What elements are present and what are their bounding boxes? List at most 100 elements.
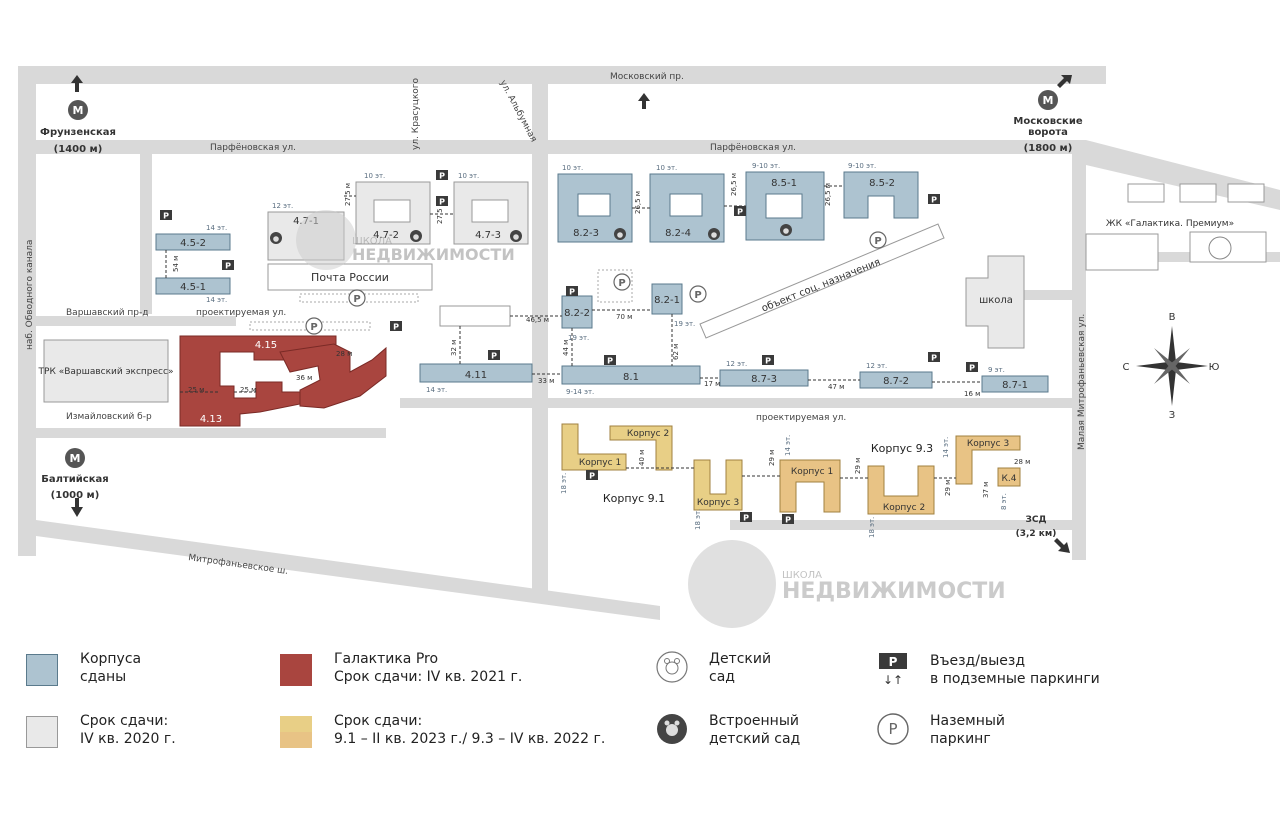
direction-arrows — [71, 75, 1072, 553]
metro-icon — [65, 448, 85, 468]
svg-text:↓↑: ↓↑ — [883, 673, 903, 686]
legend-phase9: Срок сдачи:9.1 – II кв. 2023 г./ 9.3 – I… — [280, 712, 605, 748]
svg-text:Корпус 3: Корпус 3 — [967, 439, 1009, 449]
svg-text:Балтийская: Балтийская — [41, 474, 108, 485]
kindergarten-icon — [1208, 236, 1232, 260]
svg-text:18 эт.: 18 эт. — [694, 509, 702, 530]
svg-text:26,5 м: 26,5 м — [824, 183, 832, 206]
street-krasutskogo: ул. Красуцкого — [411, 78, 421, 150]
site-plan-map: P P Московский пр. Парфёновская ул. Парф… — [18, 66, 1280, 628]
svg-text:4.11: 4.11 — [465, 370, 487, 381]
svg-text:14 эт.: 14 эт. — [784, 435, 792, 456]
svg-text:36 м: 36 м — [296, 374, 312, 382]
watermark-large: ШКОЛА НЕДВИЖИМОСТИ — [688, 540, 1006, 628]
svg-text:27,5 м: 27,5 м — [436, 201, 444, 224]
svg-text:8.5-2: 8.5-2 — [869, 178, 895, 189]
svg-text:ТРК «Варшавский экспресс»: ТРК «Варшавский экспресс» — [38, 367, 174, 377]
svg-text:Корпус 2: Корпус 2 — [883, 503, 925, 513]
legend-swatch-galaktika — [280, 654, 312, 686]
svg-text:8.5-1: 8.5-1 — [771, 178, 797, 189]
building-4-15 — [279, 343, 387, 409]
svg-text:10 эт.: 10 эт. — [656, 164, 677, 172]
svg-text:Почта России: Почта России — [311, 271, 389, 284]
svg-text:4.7-3: 4.7-3 — [475, 230, 501, 241]
street-proj-2: проектируемая ул. — [756, 413, 846, 423]
svg-text:9-14 эт.: 9-14 эт. — [566, 388, 594, 396]
svg-text:28 м: 28 м — [336, 350, 352, 358]
school: школа — [965, 255, 1025, 349]
building-4-11 — [419, 363, 533, 383]
trk-varshavsky: ТРК «Варшавский экспресс» — [38, 339, 174, 403]
svg-text:ворота: ворота — [1028, 127, 1068, 138]
legend-swatch-pending — [26, 716, 58, 748]
svg-text:ЗСД: ЗСД — [1025, 515, 1046, 525]
svg-text:НЕДВИЖИМОСТИ: НЕДВИЖИМОСТИ — [782, 579, 1006, 604]
svg-text:8.7-2: 8.7-2 — [883, 376, 909, 387]
svg-text:18 эт.: 18 эт. — [868, 517, 876, 538]
svg-text:16 м: 16 м — [964, 390, 980, 398]
svg-text:4.15: 4.15 — [255, 340, 277, 351]
label-korpus-9-1: Корпус 9.1 — [603, 492, 665, 505]
svg-text:25 м: 25 м — [240, 386, 256, 394]
svg-text:(1000 м): (1000 м) — [51, 490, 100, 501]
zsd-label: ЗСД (3,2 км) — [1016, 515, 1057, 539]
svg-text:10 эт.: 10 эт. — [562, 164, 583, 172]
svg-text:29 м: 29 м — [854, 458, 862, 474]
svg-text:32 м: 32 м — [450, 340, 458, 356]
street-izmailovsky: Измайловский б-р — [66, 412, 152, 422]
parking-entry-icon: P ↓↑ — [879, 653, 907, 686]
watermark: ШКОЛА НЕДВИЖИМОСТИ — [296, 210, 515, 270]
svg-text:Корпус 2: Корпус 2 — [627, 429, 669, 439]
svg-text:4.13: 4.13 — [200, 414, 222, 425]
svg-text:В: В — [1169, 312, 1176, 323]
street-varshavsky: Варшавский пр-д — [66, 308, 148, 318]
svg-text:M: M — [1043, 94, 1054, 107]
svg-text:9-10 эт.: 9-10 эт. — [848, 162, 876, 170]
svg-text:26,5 м: 26,5 м — [634, 191, 642, 214]
svg-text:27,5 м: 27,5 м — [344, 183, 352, 206]
label-korpus-9-3: Корпус 9.3 — [871, 442, 933, 455]
svg-text:28 м: 28 м — [1014, 458, 1030, 466]
svg-text:M: M — [70, 452, 81, 465]
svg-text:12 эт.: 12 эт. — [726, 360, 747, 368]
legend-swatch-phase9 — [280, 716, 312, 748]
svg-text:(1400 м): (1400 м) — [54, 144, 103, 155]
svg-text:8.7-1: 8.7-1 — [1002, 380, 1028, 391]
svg-text:17 м: 17 м — [704, 380, 720, 388]
svg-text:33 м: 33 м — [538, 377, 554, 385]
phase-9-buildings — [561, 423, 1021, 515]
legend-swatch-delivered — [26, 654, 58, 686]
svg-text:З: З — [1169, 410, 1175, 421]
svg-text:Корпус 1: Корпус 1 — [791, 467, 833, 477]
galaktika-pro-buildings — [179, 335, 387, 427]
svg-text:8.2-3: 8.2-3 — [573, 228, 599, 239]
svg-text:9 эт.: 9 эт. — [988, 366, 1005, 374]
building-9-1-k1 — [561, 423, 627, 471]
svg-text:10 эт.: 10 эт. — [458, 172, 479, 180]
svg-text:12 эт.: 12 эт. — [866, 362, 887, 370]
svg-text:54 м: 54 м — [172, 256, 180, 272]
legend-pending-2020: Срок сдачи:IV кв. 2020 г. — [26, 712, 176, 748]
svg-text:46,5 м: 46,5 м — [526, 316, 549, 324]
svg-text:18 эт.: 18 эт. — [560, 473, 568, 494]
distance-labels: 54 м 27,5 м 27,5 м 26,5 м 26,5 м 26,5 м … — [172, 173, 1030, 498]
svg-text:8.7-3: 8.7-3 — [751, 374, 777, 385]
svg-text:37 м: 37 м — [982, 482, 990, 498]
svg-text:40 м: 40 м — [638, 450, 646, 466]
svg-text:Корпус 1: Корпус 1 — [579, 458, 621, 468]
small-building — [439, 305, 511, 327]
building-4-5-2 — [155, 233, 231, 251]
svg-text:19 эт.: 19 эт. — [674, 320, 695, 328]
svg-text:14 эт.: 14 эт. — [206, 224, 227, 232]
svg-text:ШКОЛА: ШКОЛА — [782, 570, 822, 581]
building-8-5-2 — [843, 171, 919, 219]
kindergarten-icon — [656, 651, 688, 683]
svg-text:объект соц. назначения: объект соц. назначения — [760, 257, 882, 315]
building-8-1 — [561, 365, 701, 385]
svg-text:8.1: 8.1 — [623, 372, 639, 383]
svg-text:14 эт.: 14 эт. — [206, 296, 227, 304]
metro-frunzenskaya: M Фрунзенская (1400 м) — [40, 100, 116, 155]
